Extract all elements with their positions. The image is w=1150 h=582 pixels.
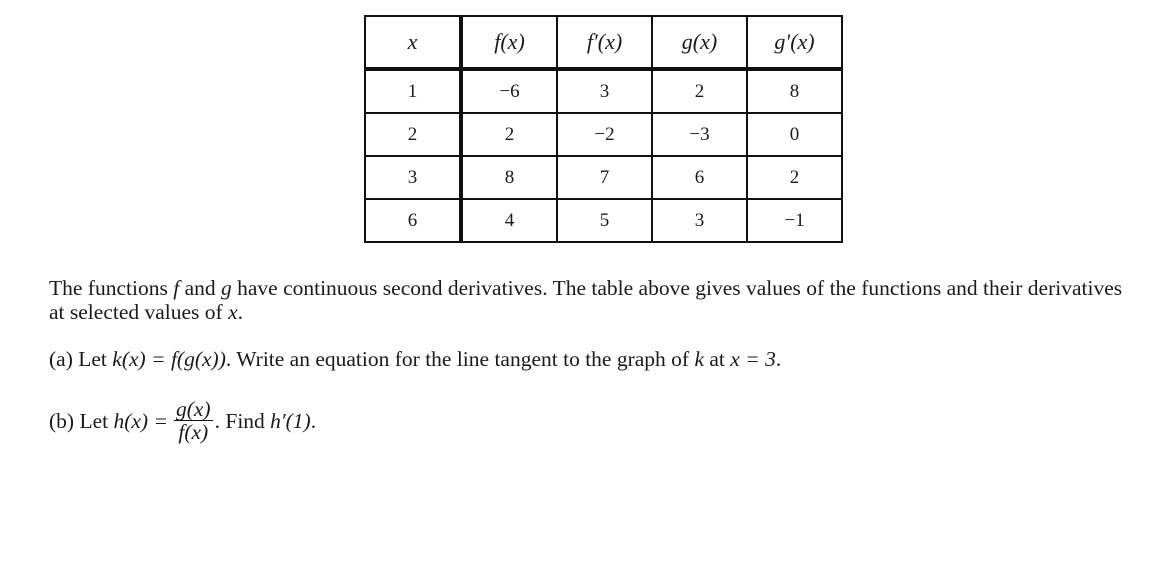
intro-text: have continuous second derivatives. The … — [49, 276, 1123, 324]
table-cell: 8 — [460, 155, 558, 200]
var-k: k — [694, 347, 705, 371]
fraction-numerator: g(x) — [173, 397, 213, 421]
header-g: g(x) — [651, 15, 748, 71]
table-cell: 0 — [746, 112, 843, 157]
header-f-prime: f′(x) — [556, 15, 653, 71]
table-cell: 4 — [460, 198, 558, 243]
header-f: f(x) — [460, 15, 558, 71]
table-row: 1 −6 3 2 8 — [364, 68, 843, 114]
table-row: 3 8 7 6 2 — [364, 155, 843, 200]
header-x: x — [364, 15, 463, 71]
h-lhs: h(x) = — [113, 408, 168, 433]
table-cell: 1 — [364, 68, 463, 114]
fraction: g(x) f(x) — [173, 397, 213, 444]
intro-text: The functions — [49, 276, 174, 300]
part-a-text: . Write an equation for the line tangent… — [225, 347, 695, 371]
part-b-text: . — [310, 408, 317, 433]
h-prime-target: h′(1) — [270, 408, 311, 433]
fraction-denominator: f(x) — [178, 420, 209, 444]
table-cell: 2 — [364, 112, 463, 157]
table-cell: −2 — [556, 112, 653, 157]
part-b-label: (b) — [49, 408, 75, 433]
table-cell: 3 — [364, 155, 463, 200]
table-row: 2 2 −2 −3 0 — [364, 112, 843, 157]
header-g-prime: g′(x) — [746, 15, 843, 71]
part-a-text: . — [775, 347, 782, 371]
part-b-question: (b) Let h(x) = g(x) f(x) . Find h′(1) . — [49, 398, 316, 443]
table-header-row: x f(x) f′(x) g(x) g′(x) — [364, 15, 843, 71]
table-cell: −1 — [746, 198, 843, 243]
table-cell: 2 — [460, 112, 558, 157]
part-a-question: (a) Let k(x) = f(g(x)). Write an equatio… — [49, 347, 781, 371]
table-cell: 5 — [556, 198, 653, 243]
var-x: x — [228, 300, 238, 324]
table-cell: −3 — [651, 112, 748, 157]
table-cell: 7 — [556, 155, 653, 200]
var-g: g — [220, 276, 232, 300]
table-cell: 2 — [746, 155, 843, 200]
table-cell: −6 — [460, 68, 558, 114]
intro-text: . — [237, 300, 244, 324]
k-definition: k(x) = f(g(x)) — [112, 347, 226, 371]
table-cell: 8 — [746, 68, 843, 114]
part-b-text: Let — [74, 408, 114, 433]
intro-paragraph: The functions f and g have continuous se… — [49, 276, 1129, 324]
table-cell: 2 — [651, 68, 748, 114]
part-a-label: (a) — [49, 347, 73, 371]
table-cell: 6 — [364, 198, 463, 243]
function-values-table: x f(x) f′(x) g(x) g′(x) 1 −6 3 2 8 2 2 −… — [364, 15, 843, 243]
part-a-text: at — [704, 347, 731, 371]
intro-text: and — [179, 276, 221, 300]
table-cell: 6 — [651, 155, 748, 200]
table-cell: 3 — [556, 68, 653, 114]
part-a-text: Let — [72, 347, 113, 371]
part-b-text: . Find — [214, 408, 271, 433]
table-row: 6 4 5 3 −1 — [364, 198, 843, 243]
var-f: f — [173, 276, 180, 300]
table-cell: 3 — [651, 198, 748, 243]
x-equals: x = 3 — [730, 347, 776, 371]
